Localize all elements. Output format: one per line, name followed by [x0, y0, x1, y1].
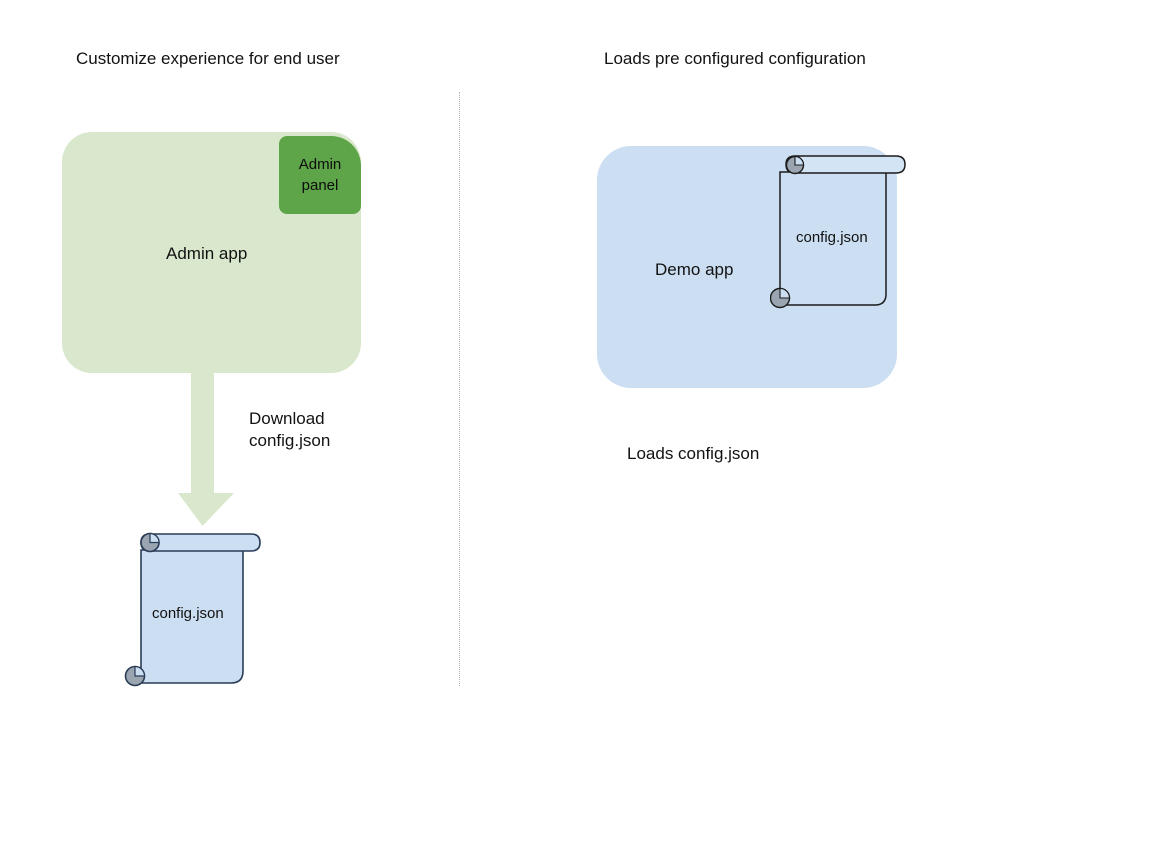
admin-panel-label: Admin panel — [299, 154, 342, 196]
download-arrow-label-line2: config.json — [249, 431, 331, 450]
config-json-document-left-label: config.json — [152, 605, 224, 622]
admin-panel-label-line2: panel — [301, 177, 339, 194]
loads-config-caption: Loads config.json — [627, 444, 760, 463]
config-json-document-right[interactable] — [770, 150, 912, 313]
download-arrow-label-line1: Download — [249, 409, 325, 428]
admin-panel-box[interactable]: Admin panel — [279, 136, 361, 214]
left-section-heading: Customize experience for end user — [76, 49, 340, 68]
demo-app-label: Demo app — [655, 260, 734, 279]
admin-app-label: Admin app — [166, 244, 248, 263]
right-section-heading: Loads pre configured configuration — [604, 49, 866, 68]
vertical-dotted-divider — [459, 92, 460, 686]
config-json-document-left[interactable] — [118, 528, 268, 693]
download-arrow-label: Download config.json — [249, 408, 330, 452]
download-arrow-icon — [178, 373, 234, 526]
config-json-document-right-label: config.json — [796, 229, 868, 246]
admin-panel-label-line1: Admin — [298, 156, 342, 173]
